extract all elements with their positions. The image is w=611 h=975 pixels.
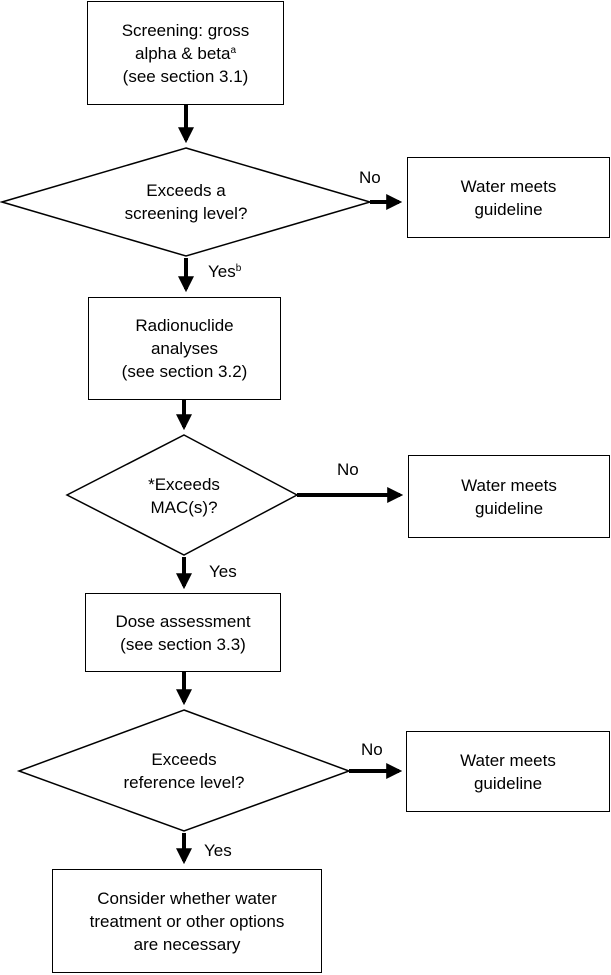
decision3-no-label: No [361,740,383,759]
decision3-yes-label: Yes [204,841,232,860]
decision-reference-level-text: Exceeds reference level? [123,750,245,792]
decision1-yes-label: Yesb [208,262,242,281]
outcome-water-meets-guideline-3: Water meets guideline [406,731,610,812]
outcome-water-meets-guideline-2: Water meets guideline [408,455,610,538]
screening-box: Screening: gross alpha & betaa (see sect… [87,1,284,105]
footnote-a: a [230,44,237,56]
consider-treatment-box: Consider whether water treatment or othe… [52,869,322,973]
decision-screening-level-text: Exceeds a screening level? [124,181,248,223]
decision2-yes-label: Yes [209,562,237,581]
decision-screening-level-shape [0,147,373,257]
outcome-water-meets-guideline-1: Water meets guideline [407,157,610,238]
screening-line1: Screening: gross [121,20,250,40]
decision2-no-label: No [337,460,359,479]
decision-reference-level-shape [16,709,352,832]
radionuclide-analyses-box: Radionuclide analyses (see section 3.2) [88,297,281,400]
dose-assessment-box: Dose assessment (see section 3.3) [85,593,281,672]
footnote-b: b [235,263,242,274]
screening-line3: (see section 3.1) [122,66,249,86]
decision-mac-text: *Exceeds MAC(s)? [148,475,220,517]
decision-mac-shape [65,434,299,556]
decision1-no-label: No [359,168,381,187]
screening-line2: alpha & betaa [134,43,237,63]
